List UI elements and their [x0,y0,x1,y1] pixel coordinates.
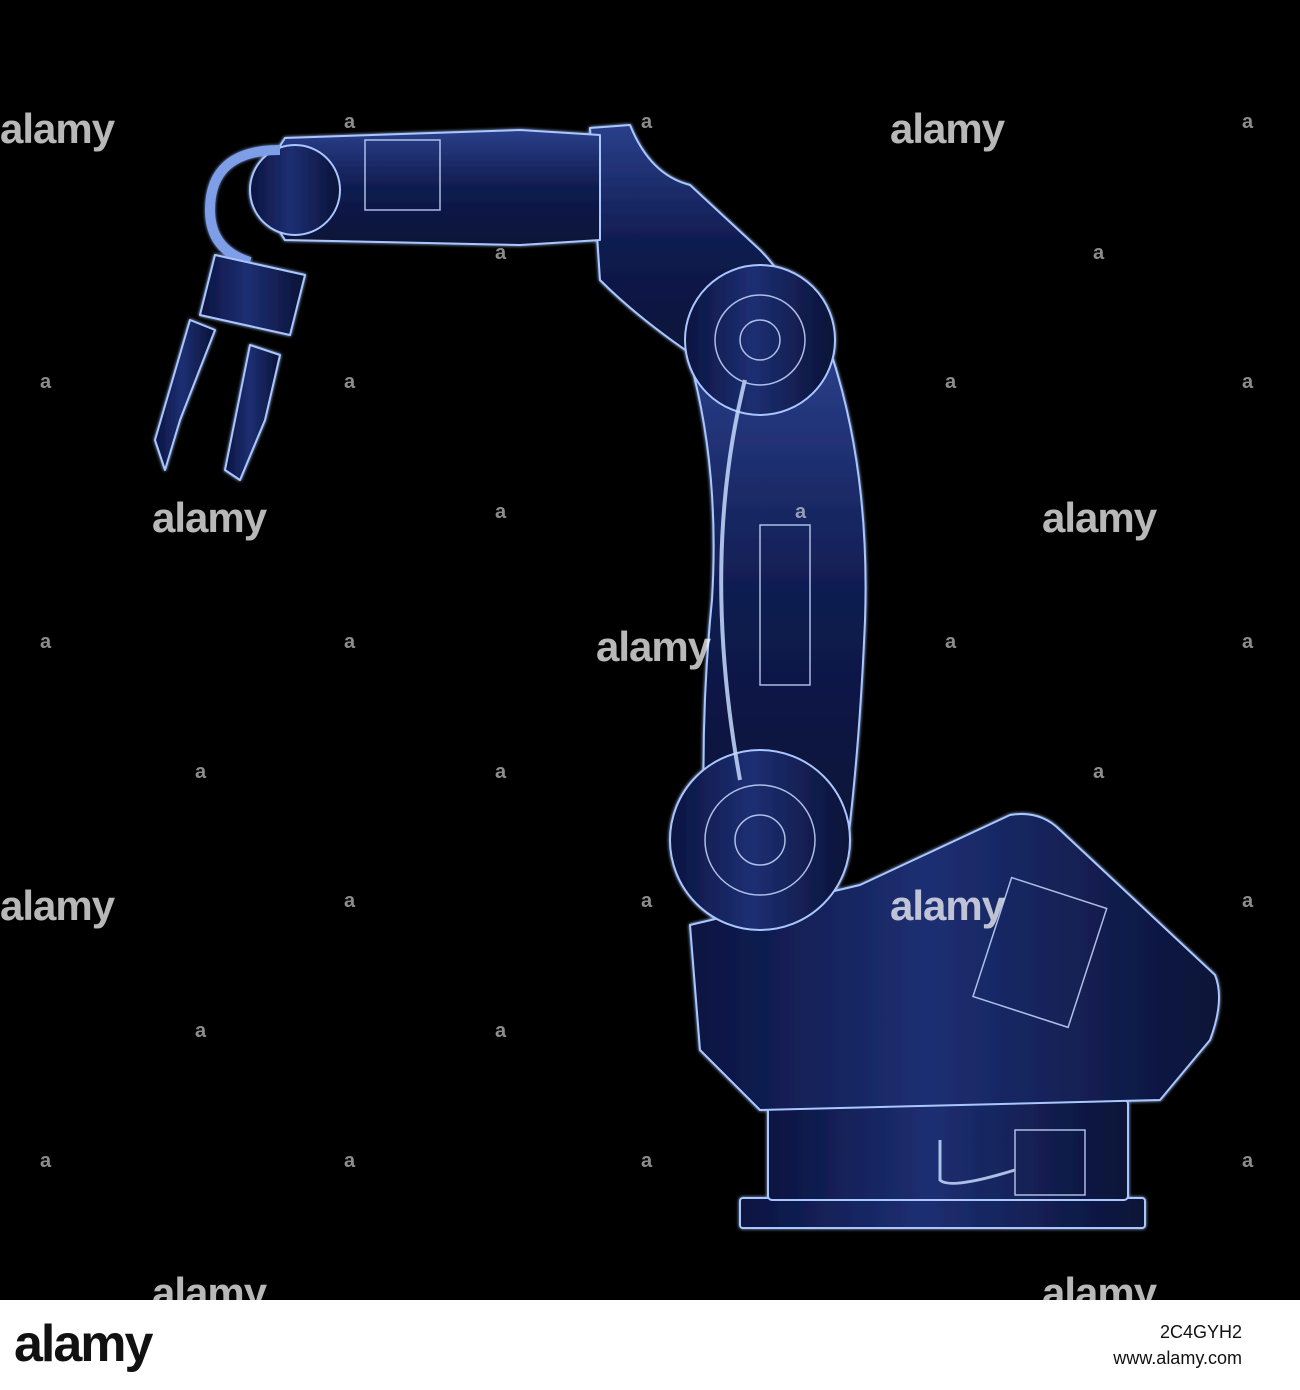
watermark-mark: a [1242,631,1254,653]
gripper-finger-left [154,319,216,471]
gripper-body [199,254,306,336]
base-plate [739,1197,1146,1229]
watermark: alamy [0,105,115,152]
watermark-mark: a [495,1020,507,1042]
watermark-mark: a [1242,1150,1254,1172]
footer-url: www.alamy.com [1113,1348,1242,1368]
watermark-mark: a [344,890,356,912]
watermark: alamy [890,882,1005,929]
watermark-mark: a [495,501,507,523]
photo-stage: alamy alamy alamy alamy alamy alamy alam… [0,105,1254,1301]
watermark-mark: a [344,1150,356,1172]
watermark: alamy [596,623,711,670]
base-column [767,1099,1129,1201]
watermark-mark: a [40,631,52,653]
watermark: alamy [1042,494,1157,541]
watermark-mark: a [495,242,507,264]
watermark: alamy [890,105,1005,152]
watermark: alamy [152,1269,267,1301]
watermark-mark: a [344,631,356,653]
watermark-mark: a [40,371,52,393]
watermark: alamy [152,494,267,541]
base-joint [669,749,851,931]
footer-logo: alamy [14,1315,153,1373]
watermark-mark: a [641,890,653,912]
watermark-mark: a [1242,890,1254,912]
watermark-mark: a [195,761,207,783]
watermark-mark: a [945,631,957,653]
watermark-mark: a [1093,761,1105,783]
watermark: alamy [1042,1269,1157,1301]
watermark-mark: a [1093,242,1105,264]
watermark-mark: a [344,371,356,393]
watermark-mark: a [641,1150,653,1172]
watermark-mark: a [495,761,507,783]
watermark-mark: a [795,501,807,523]
watermark-mark: a [945,371,957,393]
shoulder-joint [684,264,836,416]
watermark-mark: a [1242,371,1254,393]
xray-robot-arm-illustration [154,124,1220,1229]
footer-bar: alamy 2C4GYH2 www.alamy.com [0,1300,1300,1390]
wrist-cable [205,145,281,267]
watermark-mark: a [40,1150,52,1172]
watermark-mark: a [1242,111,1254,133]
watermark-mark: a [641,111,653,133]
watermark-mark: a [195,1020,207,1042]
base-housing [689,813,1220,1111]
wrist-joint [249,144,341,236]
gripper-finger-right [224,344,281,481]
watermark: alamy [0,882,115,929]
footer-image-id: 2C4GYH2 [1159,1322,1242,1342]
watermark-mark: a [344,111,356,133]
